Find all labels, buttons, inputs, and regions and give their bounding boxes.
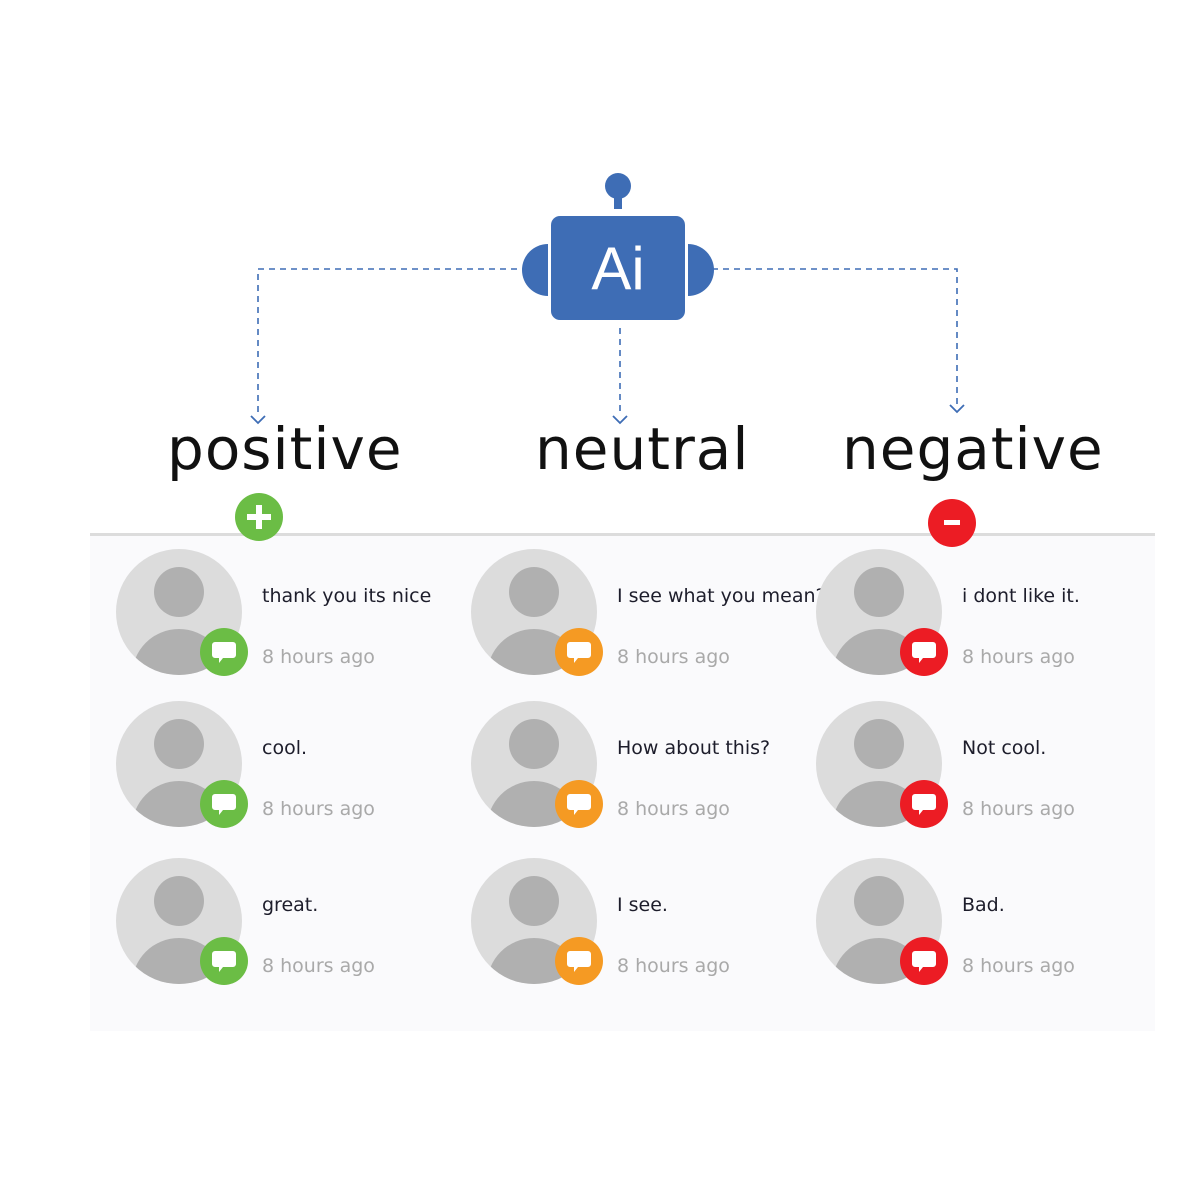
avatar-head: [154, 876, 204, 926]
category-positive-title: positive: [167, 415, 403, 483]
comments-panel: [90, 533, 1155, 1031]
avatar-head: [509, 876, 559, 926]
comment-bubble-icon: [900, 780, 948, 828]
comment-time: 8 hours ago: [962, 798, 1075, 820]
comment-text: Not cool.: [962, 737, 1047, 759]
comment-bubble-icon: [200, 628, 248, 676]
plus-icon: [235, 493, 283, 541]
comment-bubble-icon: [555, 780, 603, 828]
avatar-head: [509, 719, 559, 769]
comment-time: 8 hours ago: [262, 646, 375, 668]
avatar-head: [509, 567, 559, 617]
comment-text: cool.: [262, 737, 308, 759]
ai-robot-icon: [522, 173, 714, 320]
arrow-positive-icon: [250, 415, 266, 425]
comment-bubble-icon: [900, 937, 948, 985]
comment-time: 8 hours ago: [617, 798, 730, 820]
avatar-head: [854, 719, 904, 769]
comment-text: I see what you mean?: [617, 585, 826, 607]
minus-icon: [928, 499, 976, 547]
category-neutral-title: neutral: [535, 415, 750, 483]
comment-bubble-icon: [555, 628, 603, 676]
comment-text: I see.: [617, 894, 668, 916]
ai-label: Ai: [591, 234, 645, 302]
comment-time: 8 hours ago: [262, 955, 375, 977]
avatar-head: [854, 567, 904, 617]
connector-negative: [712, 268, 958, 405]
comment-bubble-icon: [200, 937, 248, 985]
avatar-head: [154, 719, 204, 769]
avatar-head: [854, 876, 904, 926]
comment-text: Bad.: [962, 894, 1005, 916]
comment-bubble-icon: [900, 628, 948, 676]
comment-text: thank you its nice: [262, 585, 432, 607]
arrow-neutral-icon: [612, 415, 628, 425]
comment-text: great.: [262, 894, 319, 916]
comment-bubble-icon: [555, 937, 603, 985]
comment-time: 8 hours ago: [262, 798, 375, 820]
category-negative-title: negative: [842, 415, 1104, 483]
comment-time: 8 hours ago: [617, 646, 730, 668]
comment-text: How about this?: [617, 737, 771, 759]
comment-time: 8 hours ago: [617, 955, 730, 977]
connector-lines: [257, 268, 958, 415]
comment-bubble-icon: [200, 780, 248, 828]
connector-positive: [257, 268, 528, 415]
comment-time: 8 hours ago: [962, 646, 1075, 668]
comment-time: 8 hours ago: [962, 955, 1075, 977]
arrow-negative-icon: [949, 404, 965, 414]
avatar-head: [154, 567, 204, 617]
avatar: [816, 549, 942, 675]
comment-text: i dont like it.: [962, 585, 1080, 607]
